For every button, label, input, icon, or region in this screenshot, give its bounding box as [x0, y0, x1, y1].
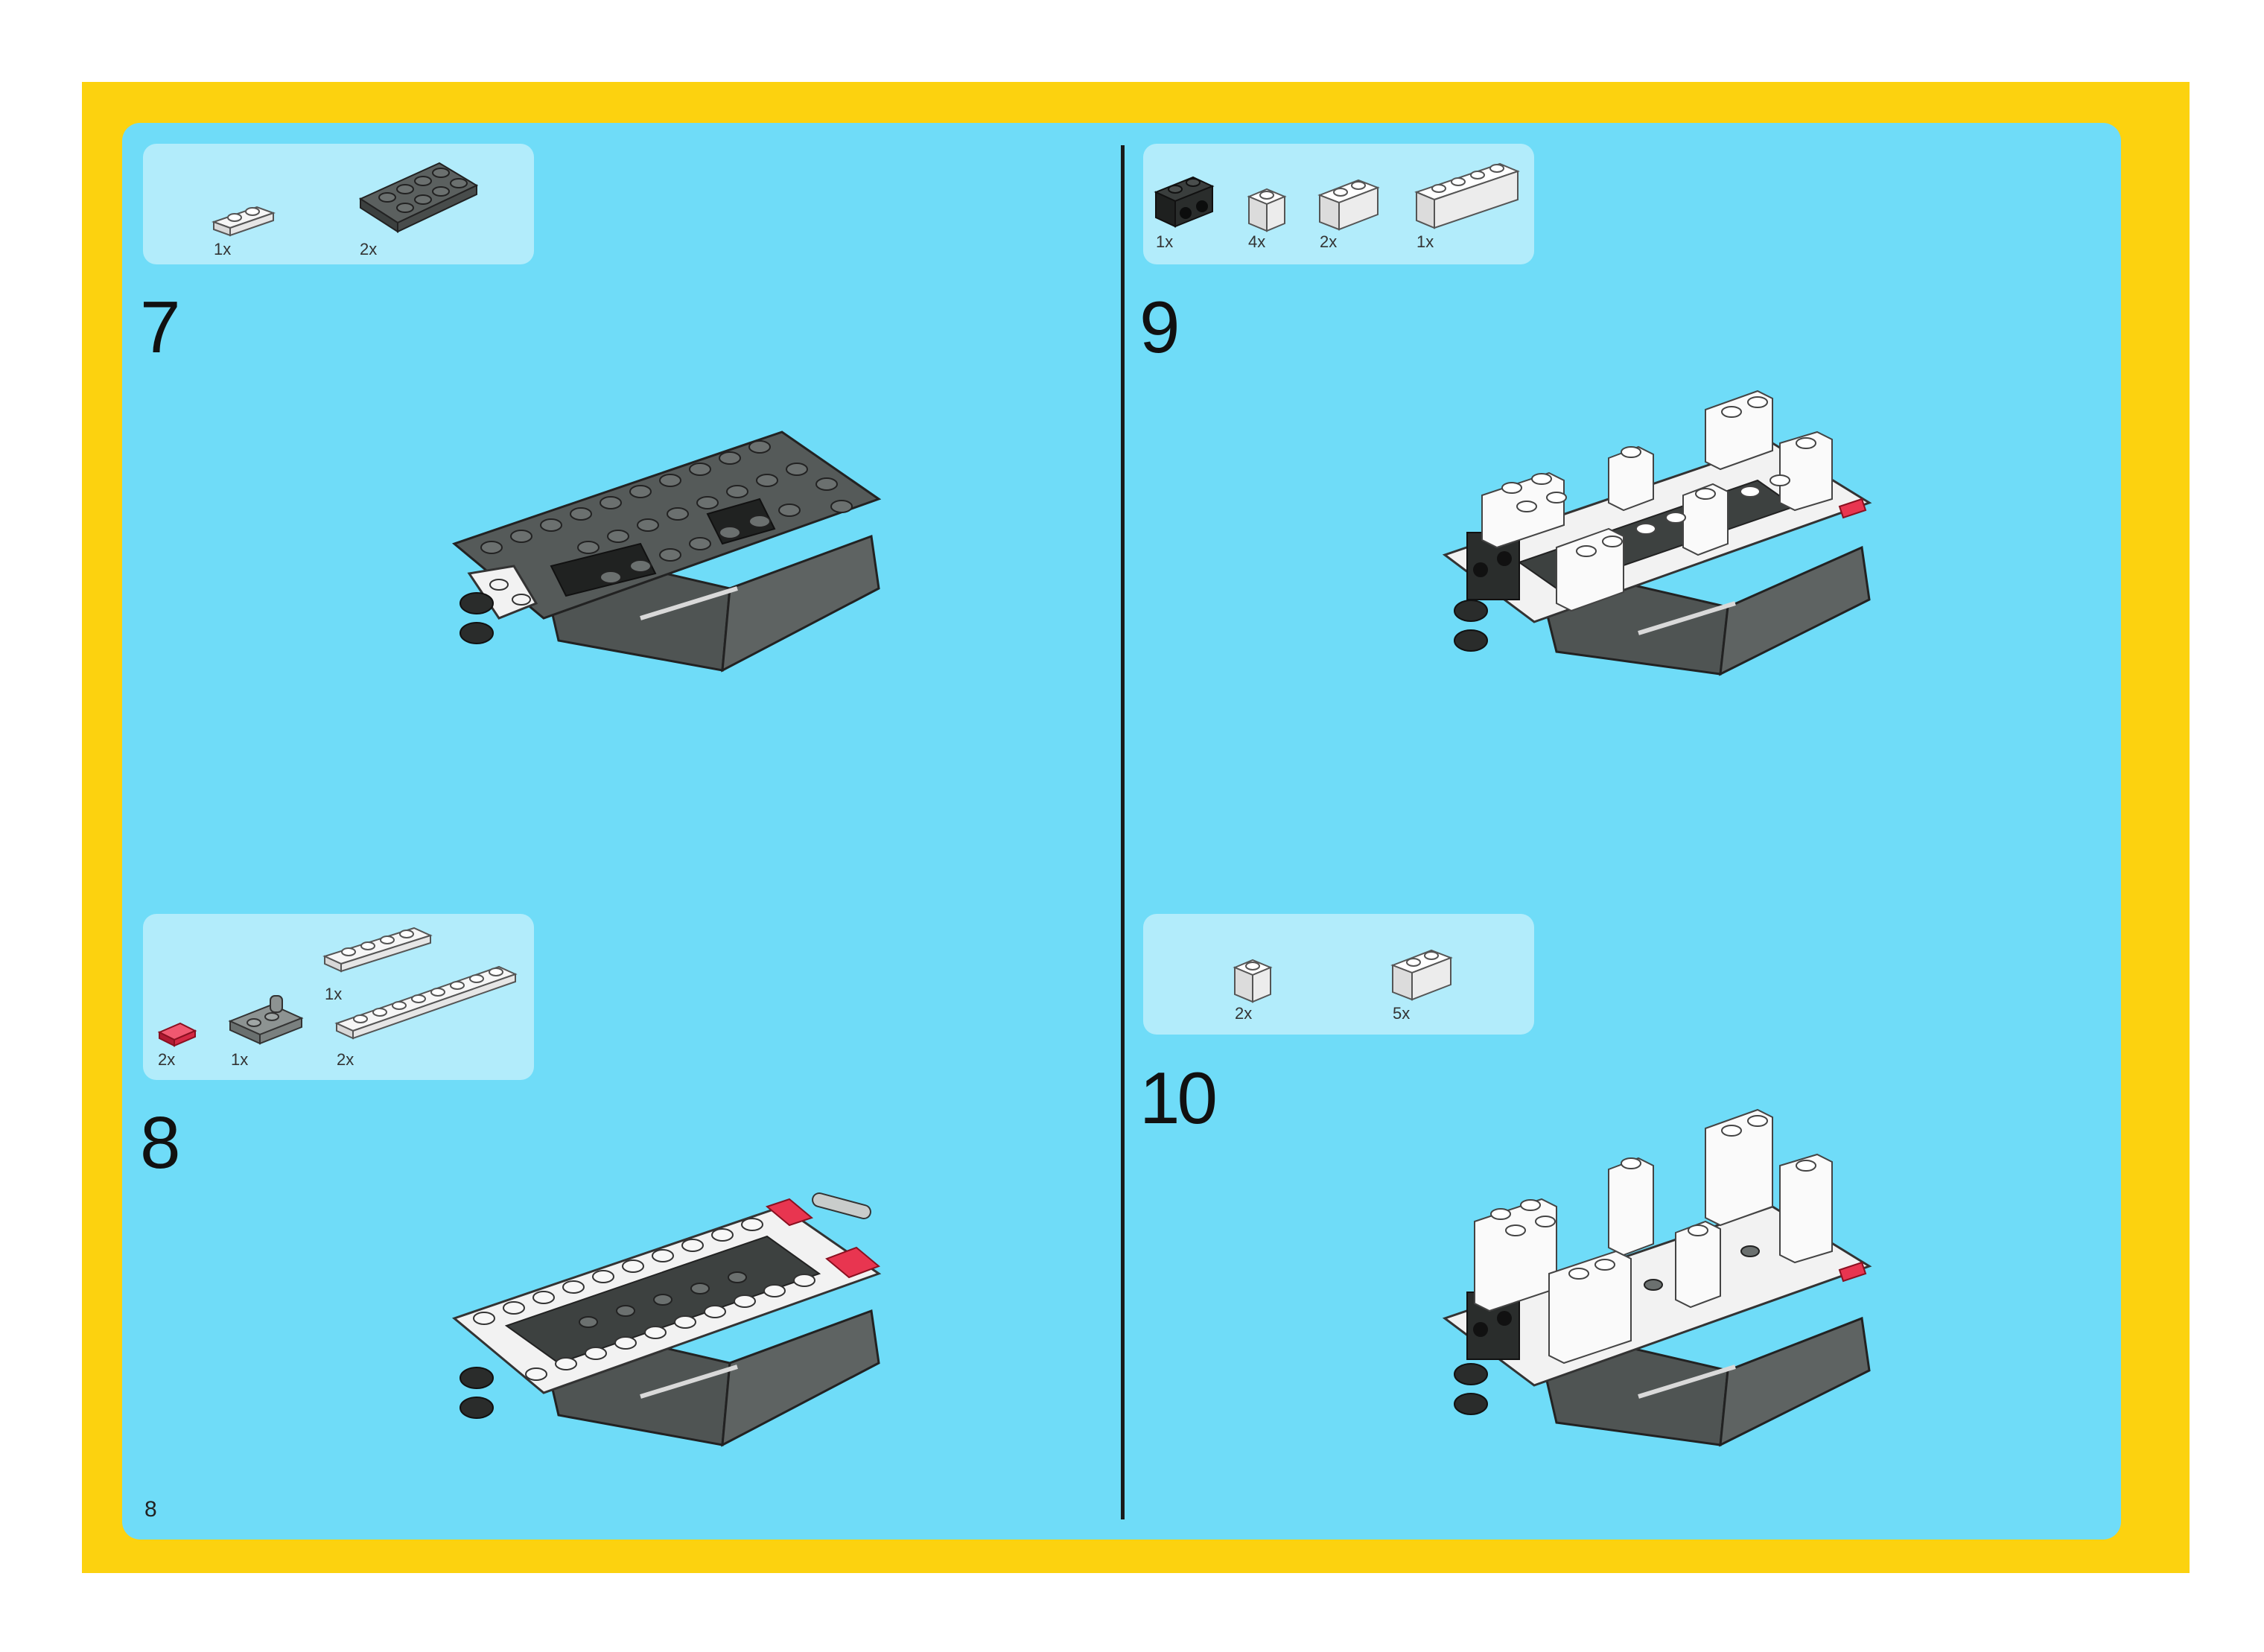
- red-tile-1x1-icon: [156, 1019, 201, 1049]
- model-step-9: [1437, 376, 1884, 682]
- part-qty: 2x: [337, 1050, 354, 1070]
- part-qty: 2x: [1320, 232, 1337, 252]
- part-qty: 4x: [1248, 232, 1265, 252]
- step-number: 10: [1139, 1061, 1215, 1134]
- grey-plate-clip-icon: [227, 994, 309, 1050]
- model-step-10: [1437, 1102, 1884, 1452]
- part-qty: 1x: [231, 1050, 248, 1070]
- part-qty: 2x: [158, 1050, 175, 1070]
- part-qty: 1x: [1416, 232, 1434, 252]
- part-qty: 2x: [360, 240, 377, 259]
- white-brick-1x1-icon: [1232, 956, 1276, 1006]
- white-brick-1x2-icon: [1390, 946, 1457, 1006]
- part-qty: 5x: [1393, 1004, 1410, 1023]
- parts-callout-step-10: [1143, 914, 1534, 1035]
- part-qty: 1x: [214, 240, 231, 259]
- step-number: 8: [140, 1106, 178, 1179]
- step-number: 9: [1139, 290, 1177, 363]
- part-qty: 1x: [1156, 232, 1173, 252]
- part-qty: 2x: [1235, 1004, 1252, 1023]
- white-brick-1x1-icon: [1246, 185, 1291, 235]
- model-step-8: [439, 1177, 886, 1452]
- white-brick-1x4-icon: [1414, 159, 1521, 234]
- white-brick-1x2-icon: [1317, 176, 1384, 235]
- column-divider: [1121, 145, 1125, 1519]
- step-number: 7: [140, 290, 178, 363]
- white-plate-1x8-icon: [334, 961, 520, 1046]
- page-number: 8: [144, 1497, 157, 1522]
- black-technic-brick-icon: [1153, 173, 1216, 232]
- model-step-7: [439, 417, 886, 685]
- dark-grey-plate-2x4-icon: [357, 160, 480, 238]
- white-plate-1x2-icon: [212, 201, 279, 238]
